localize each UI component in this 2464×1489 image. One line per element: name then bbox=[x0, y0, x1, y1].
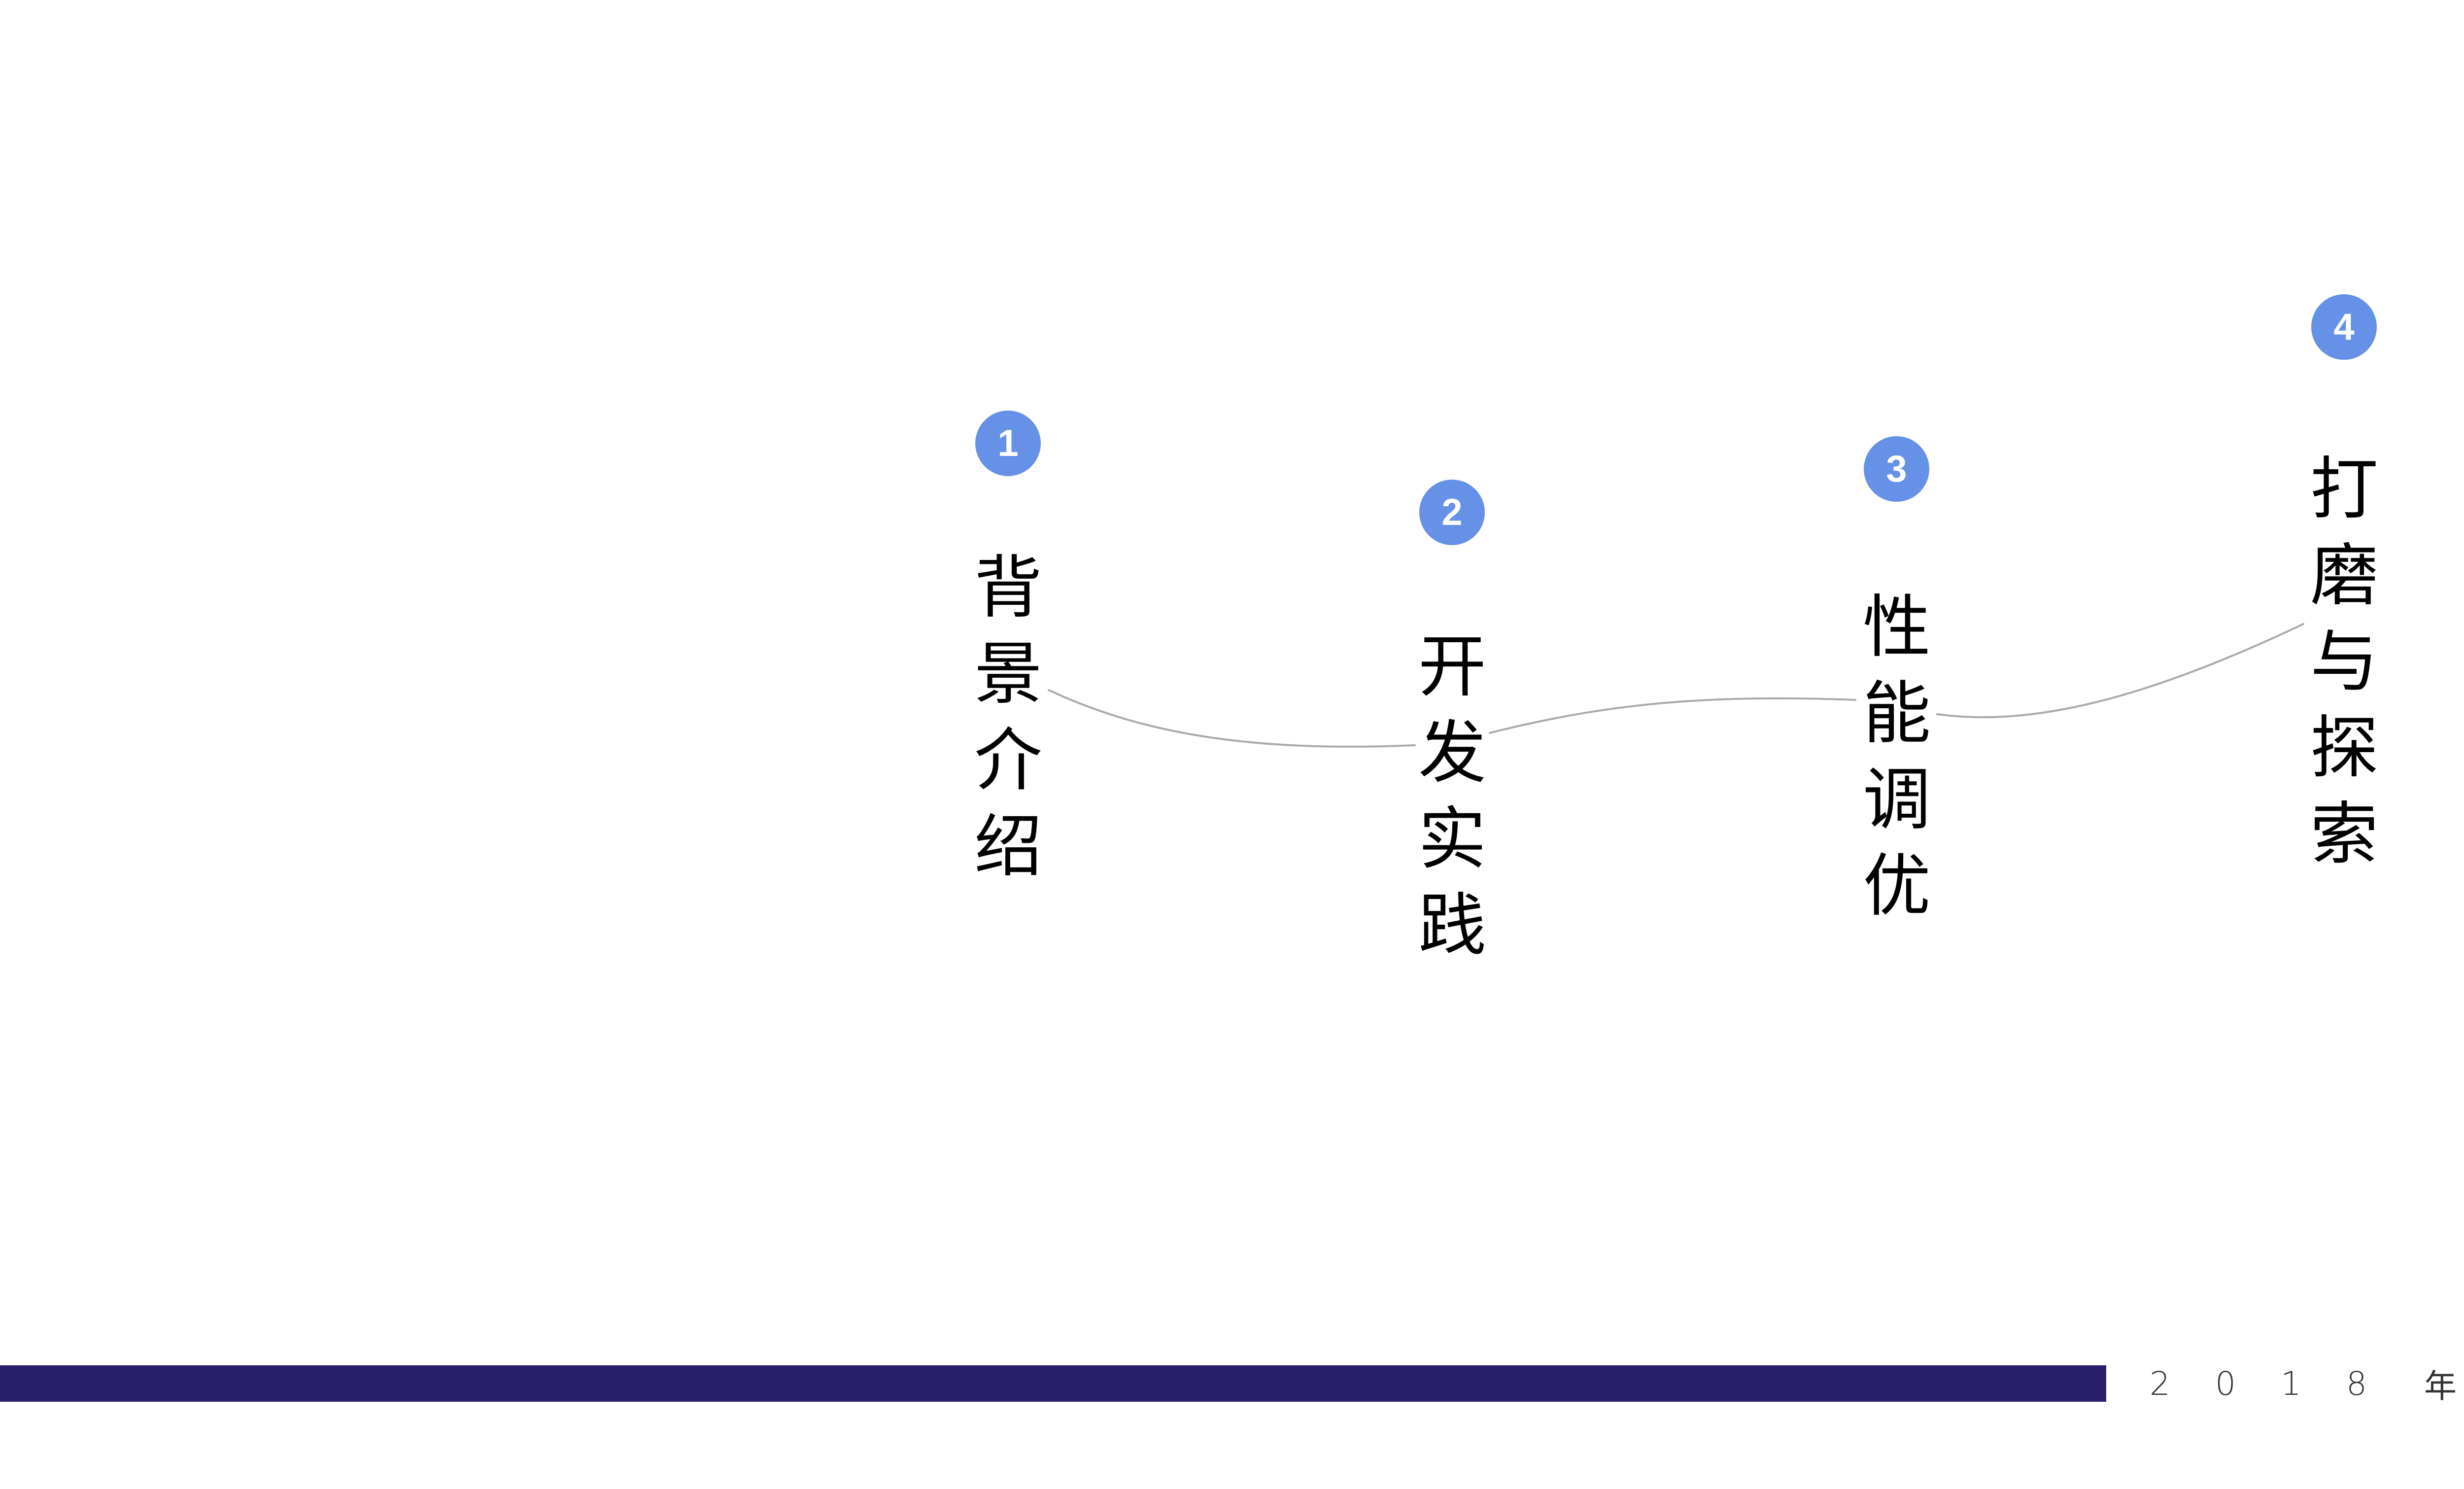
step-title-char: 与 bbox=[2310, 622, 2378, 701]
step-number: 4 bbox=[2333, 306, 2355, 348]
footer-bar bbox=[0, 1365, 2106, 1402]
step-title-char: 发 bbox=[1418, 713, 1486, 793]
step-title-char: 磨 bbox=[2310, 536, 2378, 615]
footer-caption: 2 0 1 8 年 终 盛 典 · 深 圳 bbox=[2150, 1361, 2464, 1406]
step-title-char: 景 bbox=[974, 634, 1042, 714]
step-title-char: 能 bbox=[1862, 674, 1931, 753]
curve-segment-3-4 bbox=[1936, 623, 2304, 719]
caption-char: 2 bbox=[2150, 1364, 2170, 1403]
step-title-char: 践 bbox=[1418, 886, 1486, 965]
curve-segment-1-2 bbox=[1048, 689, 1416, 748]
caption-char: 1 bbox=[2281, 1364, 2301, 1403]
step-number-badge: 2 bbox=[1419, 480, 1485, 545]
step-title-char: 介 bbox=[974, 721, 1042, 800]
step-title-char: 索 bbox=[2310, 795, 2378, 874]
step-title-char: 调 bbox=[1862, 760, 1931, 839]
caption-char: 8 bbox=[2346, 1364, 2367, 1403]
step-number-badge: 4 bbox=[2311, 294, 2377, 360]
step-number: 2 bbox=[1441, 491, 1463, 533]
step-title-char: 开 bbox=[1418, 627, 1486, 706]
step-title-char: 背 bbox=[974, 548, 1042, 627]
step-title: 开 发 实 践 bbox=[1418, 623, 1487, 969]
step-number: 3 bbox=[1886, 448, 1907, 490]
caption-char: 年 bbox=[2424, 1367, 2457, 1405]
step-number: 1 bbox=[997, 422, 1019, 464]
step-title-char: 性 bbox=[1862, 588, 1931, 667]
step-title-char: 探 bbox=[2310, 708, 2378, 788]
caption-char: 0 bbox=[2215, 1364, 2236, 1403]
step-title: 背 景 介 绍 bbox=[974, 545, 1043, 890]
step-title-char: 打 bbox=[2310, 450, 2378, 529]
step-title-char: 优 bbox=[1862, 846, 1931, 926]
step-title: 性 能 调 优 bbox=[1862, 584, 1931, 929]
step-number-badge: 3 bbox=[1864, 436, 1929, 502]
step-title-char: 绍 bbox=[974, 807, 1042, 886]
curve-segment-2-3 bbox=[1489, 697, 1856, 734]
step-title-char: 实 bbox=[1418, 799, 1486, 879]
step-title: 打 磨 与 探 索 bbox=[2310, 446, 2379, 877]
step-number-badge: 1 bbox=[975, 411, 1041, 476]
